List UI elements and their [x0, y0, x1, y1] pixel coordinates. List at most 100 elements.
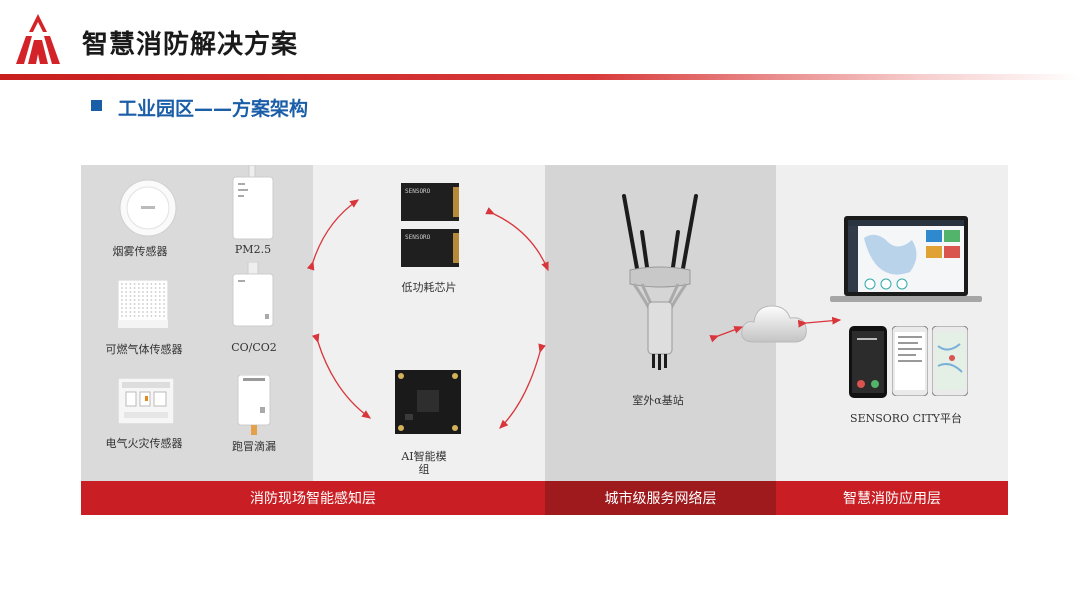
grille-dot	[129, 287, 132, 289]
co-sensor-image	[232, 262, 274, 327]
grille-dot	[137, 299, 140, 301]
arrow-station-to-cloud	[709, 326, 744, 343]
grille-dot	[125, 287, 128, 289]
grille-dot	[163, 283, 165, 285]
grille-dot	[133, 295, 136, 297]
grille-dot	[154, 307, 157, 309]
chip-label: 低功耗芯片	[401, 281, 457, 294]
grille-dot	[137, 315, 140, 317]
grille-dot	[121, 283, 123, 285]
phone-call-image	[849, 326, 887, 398]
low-power-chip-image-2: SENSORO	[401, 229, 459, 267]
phone-app-image	[892, 326, 928, 396]
pm25-sensor-label: PM2.5	[234, 243, 272, 256]
grille-dot	[150, 303, 153, 305]
grille-dot	[125, 291, 128, 293]
header-divider	[0, 74, 1080, 80]
smoke-sensor-label: 烟雾传感器	[112, 245, 168, 258]
grille-dot	[133, 291, 136, 293]
grille-dot	[154, 311, 157, 313]
grille-dot	[133, 315, 136, 317]
grille-dot	[125, 283, 128, 285]
grille-dot	[163, 299, 165, 301]
grille-dot	[158, 315, 161, 317]
grille-dot	[146, 283, 149, 285]
grille-dot	[154, 315, 157, 317]
layer-application: 智慧消防应用层	[776, 481, 1008, 515]
grille-dot	[146, 295, 149, 297]
low-power-chip-image: SENSORO	[401, 183, 459, 221]
grille-dot	[146, 307, 149, 309]
grille-dot	[142, 311, 144, 313]
arrow-sensors-to-chip	[306, 199, 360, 271]
electric-fire-sensor-label: 电气火灾传感器	[105, 437, 183, 450]
grille-dot	[150, 283, 153, 285]
ai-module-image	[395, 370, 461, 434]
grille-dot	[163, 291, 165, 293]
grille-dot	[150, 307, 153, 309]
grille-dot	[125, 303, 128, 305]
subtitle-bullet-icon	[91, 100, 102, 111]
grille-dot	[142, 315, 144, 317]
grille-dot	[133, 303, 136, 305]
ai-module-label-line2: 组	[418, 463, 430, 476]
layer-perception: 消防现场智能感知层	[81, 481, 545, 515]
phone-map-image	[932, 326, 968, 396]
grille-dot	[150, 287, 153, 289]
grille-dot	[163, 315, 165, 317]
smoke-sensor-image	[119, 179, 177, 237]
grille-dot	[129, 283, 132, 285]
base-station-label: 室外α基站	[632, 394, 684, 407]
grille-dot	[125, 299, 128, 301]
grille-dot	[146, 291, 149, 293]
grille-dot	[125, 315, 128, 317]
grille-dot	[121, 311, 123, 313]
grille-dot	[154, 303, 157, 305]
grille-dot	[158, 311, 161, 313]
grille-dot	[163, 311, 165, 313]
grille-dot	[121, 315, 123, 317]
grille-dot	[133, 283, 136, 285]
grille-dot	[142, 299, 144, 301]
grille-dot	[146, 311, 149, 313]
electric-fire-sensor-image	[118, 378, 174, 424]
grille-dot	[137, 307, 140, 309]
chip-brand-text: SENSORO	[405, 188, 431, 195]
base-station-image	[622, 194, 698, 370]
arrow-ai-to-station	[499, 343, 546, 429]
grille-dot	[154, 291, 157, 293]
grille-dot	[158, 291, 161, 293]
grille-dot	[146, 303, 149, 305]
grille-dot	[129, 291, 132, 293]
grille-dot	[142, 291, 144, 293]
grille-dot	[158, 303, 161, 305]
grille-dot	[137, 287, 140, 289]
grille-dot	[163, 307, 165, 309]
grille-dot	[129, 303, 132, 305]
grille-dot	[154, 283, 157, 285]
grille-dot	[146, 315, 149, 317]
grille-dot	[142, 283, 144, 285]
arrow-chip-to-station	[485, 207, 549, 272]
grille-dot	[121, 303, 123, 305]
grille-dot	[129, 311, 132, 313]
grille-dot	[142, 307, 144, 309]
grille-dot	[150, 291, 153, 293]
grille-dot	[146, 299, 149, 301]
grille-dot	[163, 287, 165, 289]
grille-dot	[137, 311, 140, 313]
grille-dot	[150, 299, 153, 301]
ai-module-label-line1: AI智能模	[401, 450, 447, 463]
page-title: 智慧消防解决方案	[82, 30, 299, 60]
laptop-dashboard-image	[830, 216, 982, 302]
grille-dot	[121, 287, 123, 289]
grille-dot	[142, 295, 144, 297]
grille-dot	[158, 295, 161, 297]
arrow-sensors-to-ai	[311, 333, 372, 419]
grille-dot	[154, 295, 157, 297]
platform-label: SENSORO CITY平台	[850, 412, 962, 425]
grille-dot	[129, 315, 132, 317]
grille-dot	[125, 307, 128, 309]
grille-dot	[129, 299, 132, 301]
